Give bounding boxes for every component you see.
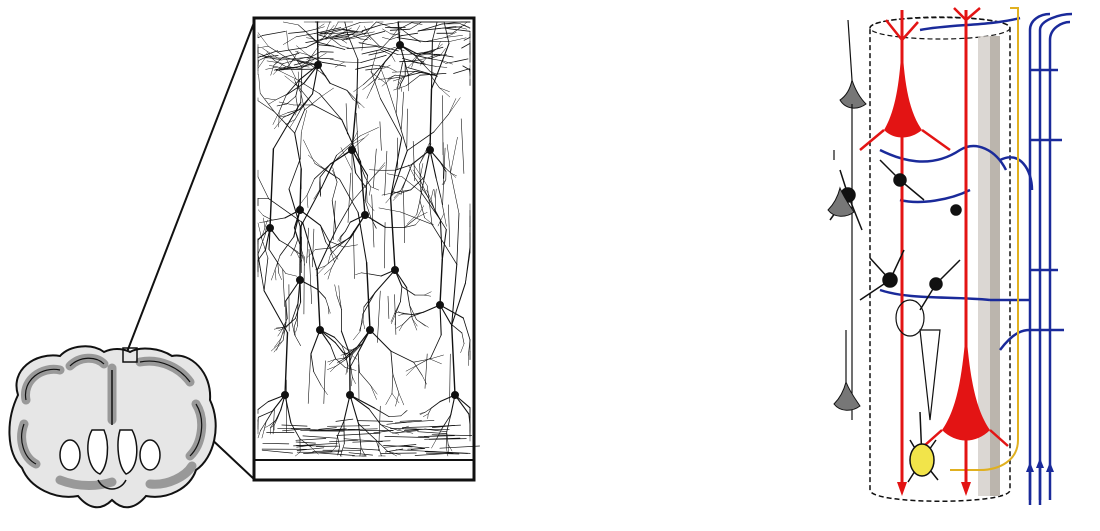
interneurons (830, 160, 961, 310)
dendrite (317, 22, 318, 65)
brain-coronal-section-icon (9, 346, 215, 507)
cortical-column-icon (828, 8, 1072, 505)
gray-pyramidal-cells (828, 20, 866, 420)
dendrite (332, 429, 355, 430)
pyramidal-cell-upper (860, 10, 950, 496)
stellate-cell (908, 412, 938, 482)
brain-to-cortex-panel (0, 0, 520, 531)
cortical-column-panel (800, 0, 1100, 531)
zoom-line-top (127, 20, 255, 352)
basket-cell (920, 330, 940, 420)
dendrite (298, 303, 299, 317)
golgi-stained-cortex-icon (254, 18, 480, 480)
dendrite (381, 453, 416, 454)
